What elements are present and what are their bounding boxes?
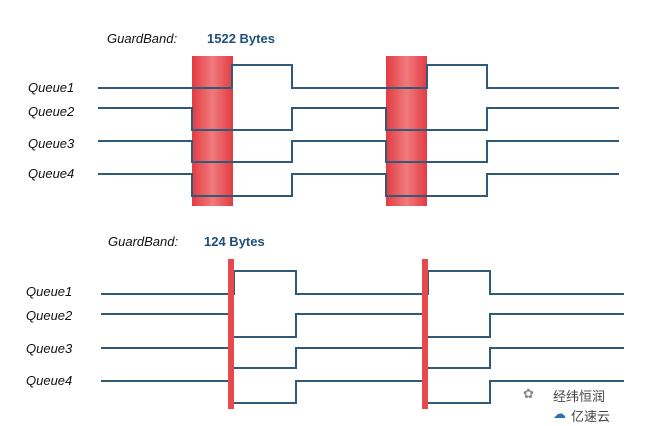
queue-wave-1-2 [98,107,619,131]
queue-label-1-4: Queue4 [28,166,75,181]
queue-label-2-3: Queue3 [26,341,73,356]
cloud-icon: ☁ [553,406,566,421]
queue-wave-1-3 [98,140,619,163]
queue-wave-1-1 [98,64,619,89]
queue-label-1-1: Queue1 [28,80,75,95]
queue-label-2-1: Queue1 [26,284,73,299]
guard-band-value-2: 124 Bytes [204,234,265,249]
panel-124 [101,259,624,409]
queue-wave-2-3 [101,347,624,369]
queue-wave-1-4 [98,173,619,197]
guard-band-label-1: GuardBand: [107,31,178,46]
queue-wave-2-4 [101,380,624,404]
queue-wave-2-2 [101,313,624,338]
guard-band-value-1: 1522 Bytes [207,31,275,46]
queue-label-1-2: Queue2 [28,104,75,119]
watermark-brand: 亿速云 [571,409,611,424]
panel-1552 [98,56,619,206]
guard-band-2b [422,259,428,409]
queue-label-2-2: Queue2 [26,308,73,323]
queue-label-1-3: Queue3 [28,136,75,151]
queue-label-2-4: Queue4 [26,373,73,388]
queue-wave-2-1 [101,270,624,295]
watermark-account: 经纬恒润 [553,389,606,404]
guard-band-label-2: GuardBand: [108,234,179,249]
guard-band-2a [228,259,234,409]
wechat-icon: ✿ [523,386,534,401]
